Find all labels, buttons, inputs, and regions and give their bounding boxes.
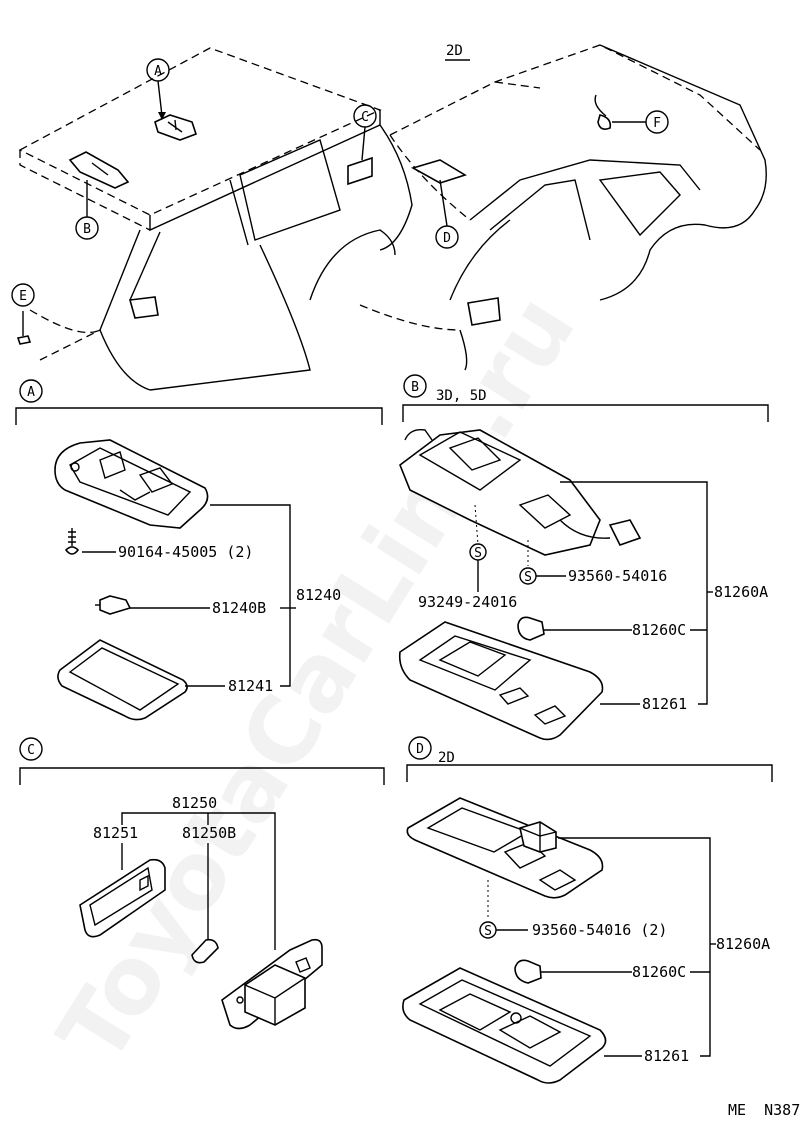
svg-text:C: C [361, 110, 369, 125]
svg-text:D: D [443, 231, 451, 246]
callout-f-overview: F [612, 110, 669, 134]
s-marker-screw-b: S [519, 540, 566, 585]
callout-c-overview: C [353, 104, 377, 161]
diagram-code: ME N387 [728, 1101, 800, 1119]
part-number-c-lens: 81251 [93, 824, 138, 842]
part-number-a-assy: 81240 [296, 586, 341, 604]
section-c-letter: C [27, 743, 35, 758]
part-number-a-bulb: 81240B [212, 599, 266, 617]
bulb-b [517, 616, 545, 641]
part-number-d-bulb: 81260C [632, 963, 686, 981]
section-c: C 81250 81251 81250B [19, 737, 385, 1030]
lens-a [57, 639, 188, 721]
screw-a [64, 528, 80, 555]
car-illustration-left [16, 47, 413, 391]
dome-lamp-housing-a [54, 439, 209, 529]
part-number-c-assy: 81250 [172, 794, 217, 812]
lamp-housing-c [221, 938, 323, 1030]
section-d: D 2D S 93560-54016 (2) 81260C [402, 736, 773, 1084]
section-b-letter: B [411, 380, 419, 395]
part-number-b-lens: 81261 [642, 695, 687, 713]
lens-b [398, 621, 604, 741]
dome-lamp-base-b [399, 429, 642, 556]
lens-c [79, 858, 166, 938]
callout-e-overview: E [11, 283, 35, 307]
part-number-b-screw: 93560-54016 [568, 567, 667, 585]
lens-d [402, 967, 607, 1084]
section-a: A 90164-45005 (2) 81240B 81241 [15, 379, 383, 721]
callout-b-overview: B [75, 180, 99, 240]
callout-a-overview: A [146, 58, 170, 120]
section-b: B 3D, 5D S 93249-24016 S 93560-54016 [398, 374, 769, 741]
bulb-a [95, 595, 132, 615]
s-marker-screw-d: S [479, 921, 528, 939]
svg-text:E: E [19, 289, 27, 304]
part-number-c-bulb: 81250B [182, 824, 236, 842]
svg-text:A: A [154, 64, 162, 79]
bulb-d [514, 959, 542, 984]
part-number-a-lens: 81241 [228, 677, 273, 695]
part-number-b-nut: 93249-24016 [418, 593, 517, 611]
section-d-letter: D [416, 742, 424, 757]
svg-text:B: B [83, 222, 91, 237]
dome-lamp-base-d [406, 797, 604, 920]
part-number-d-screw: 93560-54016 (2) [532, 921, 667, 939]
svg-text:S: S [484, 924, 492, 939]
section-b-variant: 3D, 5D [436, 388, 487, 404]
bulb-c [191, 938, 219, 964]
section-d-variant: 2D [438, 750, 455, 766]
part-number-d-lens: 81261 [644, 1047, 689, 1065]
s-marker-nut-b: S [469, 543, 487, 592]
svg-text:F: F [653, 116, 661, 131]
car-illustration-right [359, 44, 767, 371]
part-number-b-bulb: 81260C [632, 621, 686, 639]
part-number-b-assy: 81260A [714, 583, 768, 601]
part-number-d-assy: 81260A [716, 935, 770, 953]
overview-2d-label: 2D [446, 43, 463, 59]
svg-text:S: S [524, 570, 532, 585]
part-number-a-screw: 90164-45005 (2) [118, 543, 253, 561]
svg-text:S: S [474, 546, 482, 561]
section-a-letter: A [27, 385, 35, 400]
callout-d-overview: D [435, 179, 459, 249]
